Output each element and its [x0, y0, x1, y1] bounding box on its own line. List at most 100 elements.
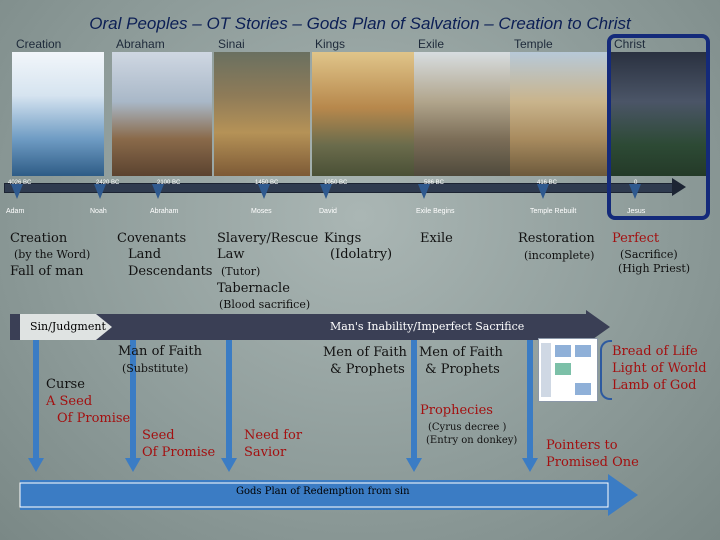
seed-label-2: Seed [142, 428, 175, 443]
window-graphic [538, 338, 598, 402]
need-label: Need for [244, 428, 303, 443]
date-exile: 586 BC [424, 180, 445, 186]
seed-label: A Seed [46, 394, 93, 409]
stage-blood: (Blood sacrifice) [219, 298, 311, 311]
stage-tabernacle: Tabernacle [217, 281, 290, 296]
sin-judgment-arrow [10, 310, 610, 344]
sin-judgment-label-box [20, 314, 112, 340]
kings-image [312, 52, 414, 176]
stage-incomplete: (incomplete) [524, 249, 595, 262]
timeline-marker-exile [418, 184, 430, 199]
arrow-line-creation [33, 340, 39, 458]
curse-label: Curse [46, 377, 85, 392]
stage-slavery: Slavery/Rescue [217, 231, 319, 246]
men-of-faith-2: Men of Faith [419, 345, 503, 360]
timeline-marker-temple [537, 184, 549, 199]
panel-label-christ: Christ [614, 37, 646, 51]
window-item-1 [555, 345, 571, 357]
window-item-4 [575, 383, 591, 395]
arrow-head-temple [522, 458, 538, 472]
window-sidebar [541, 343, 551, 397]
cyrus-label: (Cyrus decree ) [428, 422, 507, 433]
promised-one-label: Promised One [546, 455, 639, 470]
stage-land: Land [128, 247, 162, 262]
date-abraham: 2100 BC [157, 180, 181, 186]
timeline-marker-david [320, 184, 332, 199]
men-prophets-1: & Prophets [330, 362, 405, 377]
date-jesus: 0 [634, 180, 638, 186]
date-david: 1050 BC [324, 180, 348, 186]
christ-image [610, 52, 706, 176]
panel-label-kings: Kings [315, 37, 346, 51]
christ-highlight-box [607, 34, 710, 220]
panel-label-sinai: Sinai [218, 37, 245, 51]
name-exile: Exile Begins [416, 208, 455, 215]
arrow-head-sinai [221, 458, 237, 472]
stage-tutor: (Tutor) [221, 265, 261, 278]
arrow-line-abraham [130, 340, 136, 458]
page-title: Oral Peoples – OT Stories – Gods Plan of… [89, 14, 631, 33]
stage-idolatry: (Idolatry) [330, 247, 393, 262]
men-prophets-2: & Prophets [425, 362, 500, 377]
name-temple: Temple Rebuilt [530, 208, 577, 215]
savior-label: Savior [244, 445, 287, 460]
stage-exile: Exile [420, 231, 453, 246]
timeline-marker-adam [11, 184, 23, 199]
panel-label-abraham: Abraham [116, 37, 165, 51]
stage-by-word: (by the Word) [14, 248, 91, 261]
name-jesus: Jesus [627, 208, 646, 215]
stage-sacrifice: (Sacrifice) [620, 248, 678, 261]
redemption-label: Gods Plan of Redemption from sin [236, 486, 410, 497]
bread-of-life: Bread of Life [612, 344, 698, 359]
panel-label-creation: Creation [16, 37, 62, 51]
date-temple: 416 BC [537, 180, 558, 186]
panel-label-exile: Exile [418, 37, 445, 51]
inability-label: Man's Inability/Imperfect Sacrifice [330, 320, 525, 333]
temple-image [510, 52, 608, 176]
date-adam: 4026 BC [8, 180, 32, 186]
arrow-line-temple [527, 340, 533, 458]
arrow-line-exile [411, 340, 417, 458]
name-david: David [319, 208, 337, 215]
stage-creation: Creation [10, 231, 68, 246]
lamb-of-god: Lamb of God [612, 378, 697, 393]
stage-law: Law [217, 247, 245, 262]
timeline-arrowhead [672, 178, 686, 196]
timeline-marker-moses [258, 184, 270, 199]
window-item-2 [575, 345, 591, 357]
stage-covenants: Covenants [117, 231, 187, 246]
timeline-marker-jesus [629, 184, 641, 199]
arrow-line-sinai [226, 340, 232, 458]
men-of-faith-1: Men of Faith [323, 345, 407, 360]
timeline-marker-noah [94, 184, 106, 199]
window-item-3 [555, 363, 571, 375]
exile-image [414, 52, 510, 176]
sinai-image [214, 52, 310, 176]
name-moses: Moses [251, 208, 272, 215]
stage-high-priest: (High Priest) [618, 262, 691, 275]
name-adam: Adam [6, 208, 25, 215]
light-of-world: Light of World [612, 361, 707, 376]
name-noah: Noah [90, 208, 107, 215]
stage-restoration: Restoration [518, 231, 595, 246]
abraham-image [112, 52, 212, 176]
stage-descendants: Descendants [128, 264, 213, 279]
arrow-head-creation [28, 458, 44, 472]
prophecies-label: Prophecies [420, 403, 493, 418]
of-promise-label: Of Promise [57, 411, 131, 426]
date-moses: 1450 BC [255, 180, 279, 186]
of-promise-label-2: Of Promise [142, 445, 216, 460]
date-noah: 2420 BC [96, 180, 120, 186]
arrow-head-exile [406, 458, 422, 472]
redemption-arrow [19, 474, 638, 516]
stage-kings: Kings [324, 231, 362, 246]
name-abraham: Abraham [150, 208, 179, 215]
man-of-faith: Man of Faith [118, 344, 202, 359]
stage-perfect: Perfect [612, 231, 660, 246]
man-substitute: (Substitute) [122, 362, 189, 375]
stage-fall: Fall of man [10, 264, 84, 279]
arrow-head-abraham [125, 458, 141, 472]
donkey-label: (Entry on donkey) [426, 435, 518, 446]
pointers-label: Pointers to [546, 438, 618, 453]
christ-bracket [600, 340, 612, 400]
